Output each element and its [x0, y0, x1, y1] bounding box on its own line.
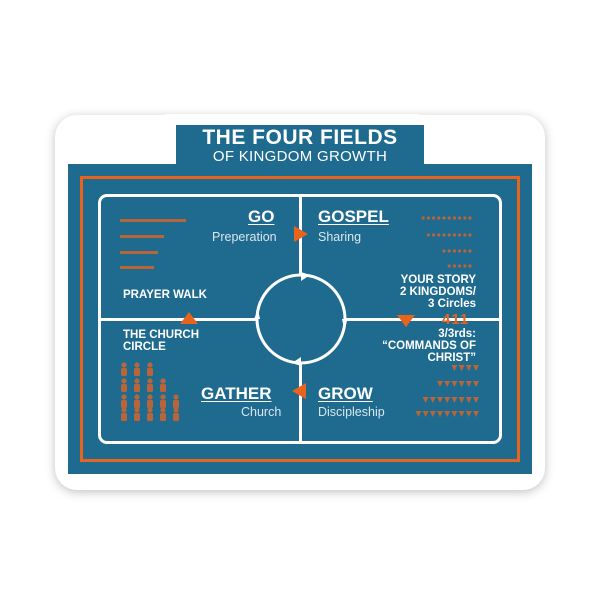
field-grow-title: GROW: [318, 384, 373, 403]
center-title: GUIDES: [274, 303, 328, 319]
note-church-circle-line-1: THE CHURCH: [123, 329, 200, 341]
orange-frame: [80, 176, 520, 462]
center-subtitle: Leaders: [280, 321, 322, 333]
field-gospel-subtitle: Sharing: [318, 230, 362, 244]
field-go-subtitle: Preperation: [212, 230, 277, 244]
note-thirds-line-3: CHRIST”: [427, 352, 476, 364]
field-gather-title: GATHER: [201, 384, 272, 403]
title-banner: THE FOUR FIELDS OF KINGDOM GROWTH: [176, 125, 424, 165]
note-church-circle-line-2: CIRCLE: [123, 341, 166, 353]
field-gospel-title: GOSPEL: [318, 207, 389, 226]
note-your-story-line-1: YOUR STORY: [400, 274, 476, 286]
note-church-circle: THE CHURCH CIRCLE: [123, 329, 199, 353]
note-your-story-line-3: 3 Circles: [428, 298, 476, 310]
note-prayer-walk: PRAYER WALK: [123, 289, 207, 301]
note-thirds: 3/3rds: “COMMANDS OF CHRIST”: [350, 328, 476, 364]
field-grow-subtitle: Discipleship: [318, 405, 385, 419]
field-gather-subtitle: Church: [241, 405, 282, 419]
note-your-story-line-2: 2 KINGDOMS/: [399, 286, 476, 298]
badge-411: 411: [442, 311, 470, 328]
note-thirds-line-2: “COMMANDS OF: [382, 340, 476, 352]
field-go-title: GO: [248, 207, 275, 226]
note-thirds-line-1: 3/3rds:: [438, 328, 476, 340]
title-line-2: OF KINGDOM GROWTH: [212, 148, 388, 165]
note-your-story: YOUR STORY 2 KINGDOMS/ 3 Circles: [360, 274, 476, 310]
title-line-1: THE FOUR FIELDS: [202, 126, 398, 149]
